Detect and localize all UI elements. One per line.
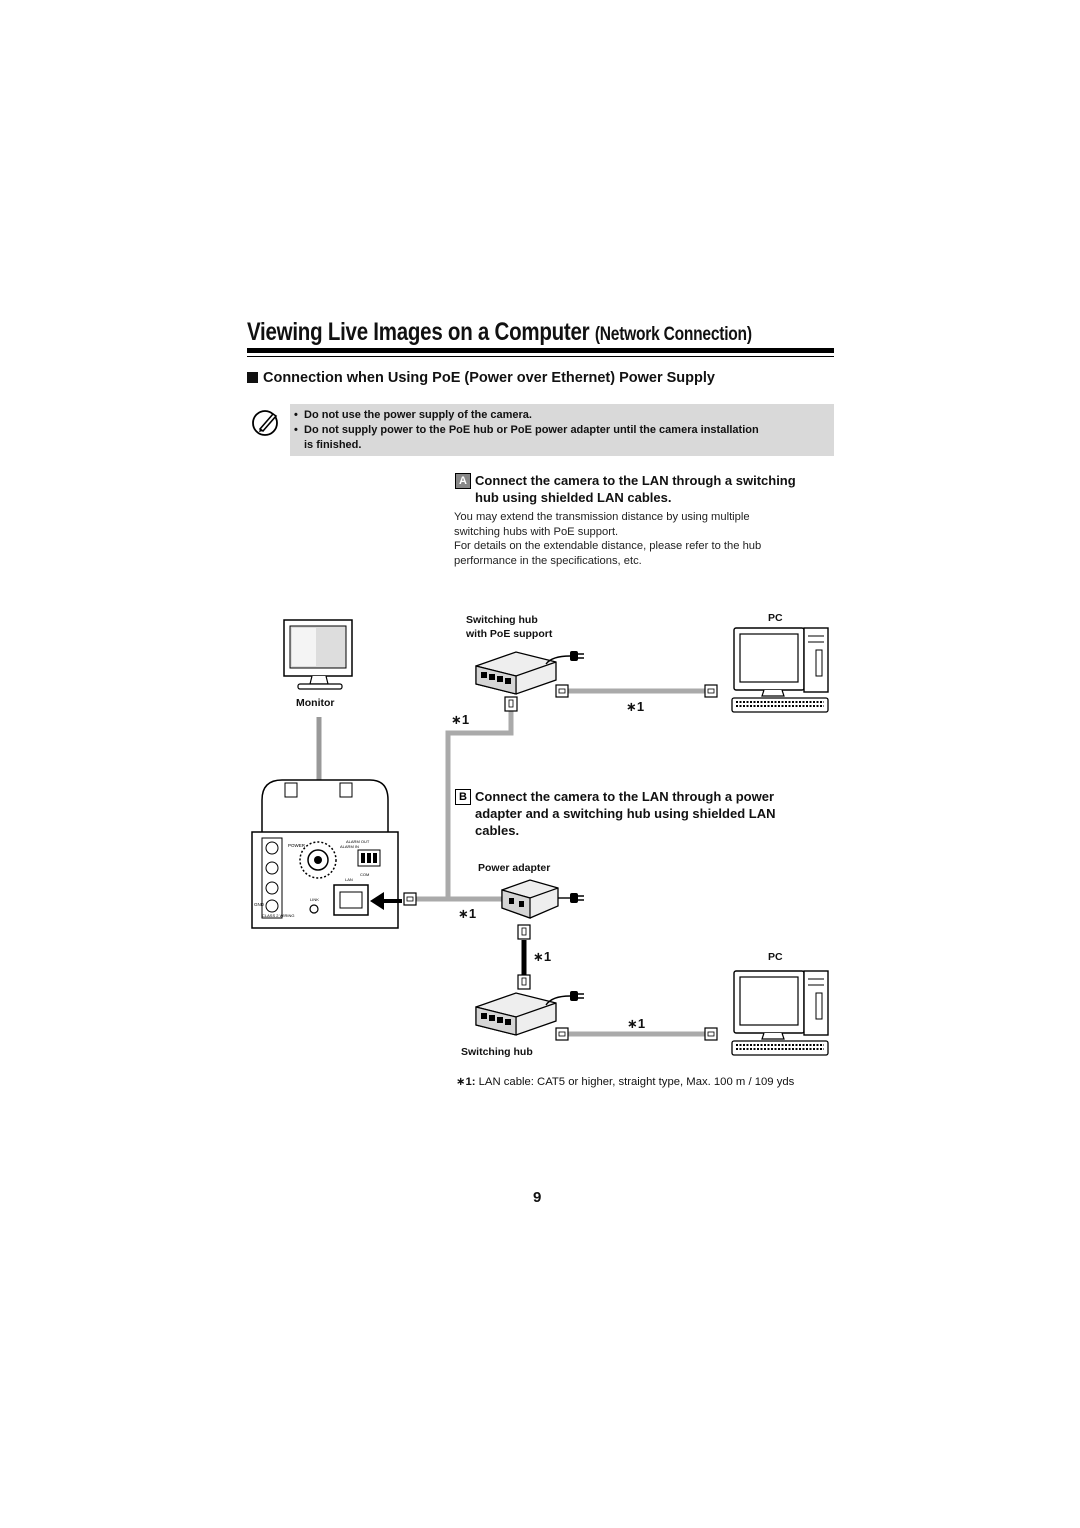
- poe-switching-hub-icon: [475, 651, 557, 695]
- pc-top-icon: [731, 627, 829, 713]
- camera-lan-label: LAN: [345, 877, 353, 882]
- label-switching-hub: Switching hub: [461, 1046, 533, 1058]
- memo-pencil-icon: [252, 410, 278, 436]
- camera-gnd-label: GND: [254, 902, 265, 907]
- note-item-continued: is finished.: [304, 439, 362, 451]
- title-rule-thick: [247, 348, 834, 353]
- label-monitor: Monitor: [296, 697, 335, 709]
- page-title: Viewing Live Images on a Computer (Netwo…: [247, 318, 752, 347]
- note-item: •Do not supply power to the PoE hub or P…: [294, 424, 759, 436]
- camera-power-label: POWER: [288, 843, 306, 848]
- section-heading: Connection when Using PoE (Power over Et…: [247, 370, 715, 386]
- step-a-body: You may extend the transmission distance…: [454, 511, 762, 568]
- lan-connector-icon: [504, 696, 518, 712]
- camera-alarm-out-label: ALARM OUT: [346, 839, 370, 844]
- lan-connector-icon: [555, 1027, 569, 1041]
- power-plug-icon: [569, 990, 585, 1002]
- page-number: 9: [533, 1189, 542, 1206]
- camera-com-label: COM: [360, 872, 369, 877]
- camera-class2-label: CLASS 2 WIRING: [262, 913, 294, 918]
- monitor-icon: [283, 619, 353, 690]
- cable-marker: ∗1: [533, 949, 552, 964]
- camera-rear-panel: POWER ALARM OUT ALARM IN COM LAN LINK GN…: [251, 779, 399, 929]
- lan-connector-icon: [555, 684, 569, 698]
- lan-connector-icon: [517, 924, 531, 940]
- power-adapter-icon: [501, 879, 559, 919]
- lan-connector-icon: [704, 1027, 718, 1041]
- pc-bottom-icon: [731, 970, 829, 1056]
- label-pc-bottom: PC: [768, 951, 783, 963]
- cable-marker: ∗1: [458, 906, 477, 921]
- power-plug-icon: [569, 892, 585, 904]
- lan-connector-icon: [517, 974, 531, 990]
- label-switching-hub-poe: Switching hub with PoE support: [466, 614, 553, 640]
- square-bullet-icon: [247, 372, 258, 383]
- title-rule-thin: [247, 356, 834, 357]
- cable-marker: ∗1: [626, 699, 645, 714]
- lan-connector-icon: [403, 892, 417, 906]
- cable-marker: ∗1: [451, 712, 470, 727]
- title-sub: (Network Connection): [594, 324, 752, 345]
- note-item: •Do not use the power supply of the came…: [294, 409, 532, 421]
- step-b-badge: B: [455, 789, 471, 805]
- label-power-adapter: Power adapter: [478, 862, 551, 874]
- label-pc-top: PC: [768, 612, 783, 624]
- note-box: •Do not use the power supply of the came…: [290, 404, 834, 456]
- cable-marker: ∗1: [627, 1016, 646, 1031]
- title-main: Viewing Live Images on a Computer: [247, 318, 590, 346]
- step-b-heading: Connect the camera to the LAN through a …: [475, 789, 776, 838]
- lan-connector-icon: [704, 684, 718, 698]
- switching-hub-icon: [475, 992, 557, 1036]
- step-a-badge: A: [455, 473, 471, 489]
- power-plug-icon: [569, 650, 585, 662]
- camera-link-label: LINK: [310, 897, 319, 902]
- camera-alarm-in-label: ALARM IN: [340, 844, 359, 849]
- footnote: ∗1: LAN cable: CAT5 or higher, straight …: [456, 1076, 795, 1088]
- step-a-heading: Connect the camera to the LAN through a …: [475, 473, 796, 505]
